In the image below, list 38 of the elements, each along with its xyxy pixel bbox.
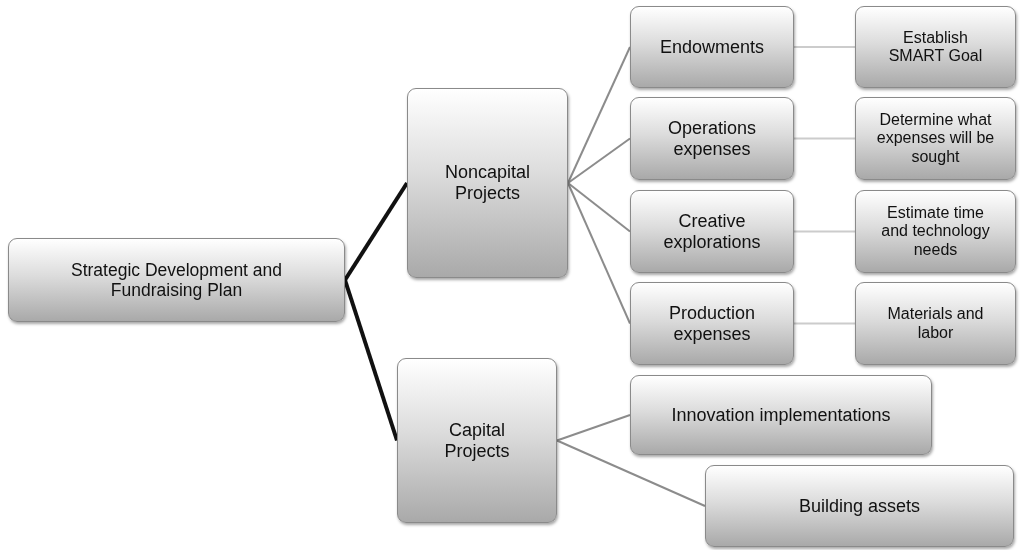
process-box	[630, 6, 794, 88]
connector-line	[793, 46, 856, 48]
connector-line	[567, 182, 631, 325]
box-label: Production expenses	[667, 302, 757, 345]
box-label: Materials and labor	[886, 305, 985, 342]
connector-line	[793, 230, 856, 233]
connector-line	[556, 414, 631, 442]
box-label: Capital Projects	[443, 419, 511, 462]
process-box	[630, 190, 794, 273]
connector-line	[556, 439, 706, 507]
box-label: Establish SMART Goal	[887, 28, 984, 66]
process-box	[705, 465, 1014, 547]
box-label: Determine what expenses will be sought	[876, 110, 995, 167]
connector-line	[567, 137, 631, 184]
process-box	[855, 6, 1016, 88]
box-label: Building assets	[798, 495, 921, 517]
process-box	[855, 97, 1016, 180]
box-label: Endowments	[659, 36, 765, 58]
process-box	[855, 190, 1016, 273]
process-box	[855, 282, 1016, 365]
connector-line	[343, 181, 409, 282]
process-box	[8, 238, 345, 322]
process-box	[397, 358, 557, 523]
box-label: Creative explorations	[662, 210, 762, 253]
box-label: Operations expenses	[666, 117, 758, 160]
box-label: Innovation implementations	[671, 404, 891, 426]
connector-line	[567, 46, 631, 184]
box-label: Estimate time and technology needs	[880, 203, 991, 260]
process-box	[630, 282, 794, 365]
process-box	[630, 97, 794, 180]
connector-line	[793, 322, 856, 325]
connector-line	[567, 182, 631, 233]
connector-line	[343, 279, 399, 442]
process-box	[407, 88, 568, 278]
process-box	[630, 375, 932, 455]
box-label: Strategic Development and Fundraising Plan	[69, 259, 284, 301]
connector-line	[793, 137, 856, 140]
box-label: Noncapital Projects	[443, 162, 532, 204]
